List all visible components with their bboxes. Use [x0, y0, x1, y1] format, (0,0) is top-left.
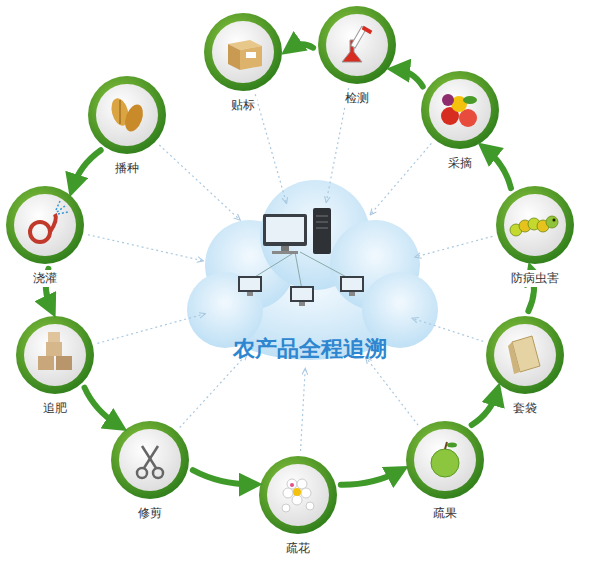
trace-link: [97, 314, 204, 343]
center-title: 农产品全程追溯: [233, 334, 387, 364]
trace-link: [415, 236, 492, 257]
stage-node: 播种: [77, 73, 177, 177]
flow-arrow: [396, 70, 423, 87]
flow-arrow: [289, 44, 313, 49]
sacks-icon: [38, 332, 72, 370]
apple-icon: [431, 442, 459, 477]
cloud: [187, 180, 438, 360]
flow-arrow: [85, 388, 120, 426]
stage-label: 检测: [343, 90, 371, 107]
stage-label: 套袋: [511, 400, 539, 417]
stage-label: 疏花: [284, 540, 312, 557]
flow-arrow: [193, 470, 253, 484]
flow-arrow: [472, 392, 497, 425]
bag-icon: [508, 336, 540, 374]
box-icon: [228, 40, 262, 70]
caterpillar-icon: [510, 216, 558, 236]
trace-link: [366, 358, 418, 426]
seed-icon: [109, 96, 147, 133]
trace-link: [413, 318, 483, 341]
trace-link: [180, 354, 247, 427]
flow-arrow: [485, 149, 511, 189]
trace-link: [255, 94, 286, 203]
trace-link: [301, 369, 306, 451]
flower-icon: [282, 479, 314, 512]
stage-node: 检测: [307, 3, 407, 107]
stage-label: 修剪: [136, 505, 164, 522]
trace-link: [159, 145, 240, 220]
computers: [238, 208, 364, 306]
stage-label: 采摘: [446, 155, 474, 172]
hose-icon: [30, 201, 68, 242]
stage-node: 浇灌: [0, 183, 95, 287]
trace-link: [370, 143, 431, 214]
stage-node: 防病虫害: [485, 183, 585, 287]
stage-node: 疏花: [248, 453, 348, 557]
scissors-icon: [137, 446, 163, 478]
stage-node: 修剪: [100, 418, 200, 522]
flow-arrow: [341, 471, 400, 485]
trace-link: [88, 235, 203, 261]
stage-label: 追肥: [41, 400, 69, 417]
stage-label: 浇灌: [31, 270, 59, 287]
stage-node: 追肥: [5, 313, 105, 417]
stage-node: 疏果: [395, 418, 495, 522]
stage-node: 贴标: [193, 10, 293, 114]
flow-arrow: [72, 150, 100, 188]
fruit-icon: [441, 94, 477, 127]
stage-label: 贴标: [229, 97, 257, 114]
stage-node: 采摘: [410, 68, 510, 172]
test-tube-icon: [342, 26, 372, 62]
stage-node: 套袋: [475, 313, 575, 417]
cloud-node: 农产品全程追溯: [200, 190, 420, 370]
stage-label: 播种: [113, 160, 141, 177]
stage-label: 防病虫害: [509, 270, 561, 287]
stage-label: 疏果: [431, 505, 459, 522]
